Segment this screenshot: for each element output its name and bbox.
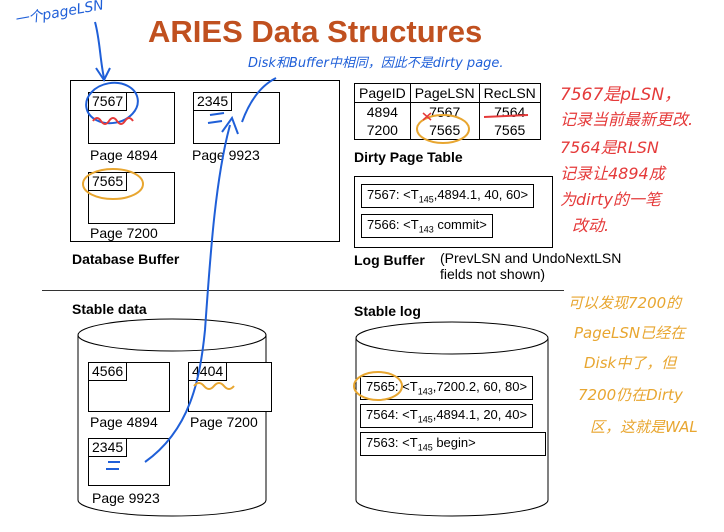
annotation-orange-3: Disk中了，但 xyxy=(584,354,677,372)
page-label: Page 9923 xyxy=(92,490,160,506)
page-label: Page 7200 xyxy=(90,225,158,241)
table-row: 7200 7565 7565 xyxy=(354,121,541,140)
log-buffer-note: fields not shown) xyxy=(440,266,546,282)
annotation-disk-buffer: Disk和Buffer中相同，因此不是dirty page. xyxy=(248,56,504,71)
page-lsn: 7565 xyxy=(89,173,128,191)
table-cell: 7565 xyxy=(478,121,541,140)
page-label: Page 7200 xyxy=(190,414,258,430)
annotation-red-3: 7564是RLSN xyxy=(560,138,659,157)
page-label: Page 4894 xyxy=(90,147,158,163)
stable-page-4894: 4566 xyxy=(88,362,170,412)
table-cell: 7200 xyxy=(354,121,411,140)
log-record: 7565: <T143,7200.2, 60, 80> xyxy=(360,376,534,400)
database-buffer-label: Database Buffer xyxy=(72,251,180,267)
stable-log-label: Stable log xyxy=(354,303,421,319)
page-lsn: 2345 xyxy=(194,93,233,111)
annotation-red-4: 记录让4894成 xyxy=(560,164,665,183)
annotation-red-6: 改动. xyxy=(572,216,610,235)
table-cell: 7565 xyxy=(409,121,480,140)
log-record: 7564: <T145,4894.1, 20, 40> xyxy=(360,404,534,428)
log-record: 7563: <T145 begin> xyxy=(360,432,546,456)
annotation-orange-4: 7200仍在Dirty xyxy=(578,386,683,404)
log-buffer-note: (PrevLSN and UndoNextLSN xyxy=(440,250,622,266)
divider xyxy=(42,290,564,291)
buffer-page-9923: 2345 xyxy=(193,92,280,144)
log-record: 7566: <T143 commit> xyxy=(361,214,493,238)
column-header: PageID xyxy=(354,83,411,103)
column-header: RecLSN xyxy=(478,83,541,103)
table-cell: 4894 xyxy=(354,102,411,121)
stable-page-7200: 4404 xyxy=(188,362,272,412)
annotation-red-2: 记录当前最新更改. xyxy=(560,110,694,129)
page-title: ARIES Data Structures xyxy=(148,14,483,49)
annotation-orange-2: PageLSN已经在 xyxy=(574,324,686,342)
dirty-page-table: PageID PageLSN RecLSN 4894 7567 7564 720… xyxy=(354,83,541,140)
page-lsn: 4566 xyxy=(89,363,128,381)
stable-data-label: Stable data xyxy=(72,301,147,317)
column-header: PageLSN xyxy=(409,83,480,103)
log-buffer-label: Log Buffer xyxy=(354,252,425,268)
page-label: Page 9923 xyxy=(192,147,260,163)
page-label: Page 4894 xyxy=(90,414,158,430)
page-lsn: 2345 xyxy=(89,439,128,457)
dirty-page-table-label: Dirty Page Table xyxy=(354,149,463,165)
annotation-red-5: 为dirty的一笔 xyxy=(560,190,661,209)
log-record: 7567: <T145,4894.1, 40, 60> xyxy=(361,184,535,208)
annotation-orange-5: 区，这就是WAL xyxy=(590,418,698,436)
annotation-red-1: 7567是pLSN， xyxy=(560,85,682,105)
page-lsn: 7567 xyxy=(89,93,128,111)
annotation-orange-1: 可以发现7200的 xyxy=(568,294,682,312)
stable-page-9923: 2345 xyxy=(88,438,170,486)
